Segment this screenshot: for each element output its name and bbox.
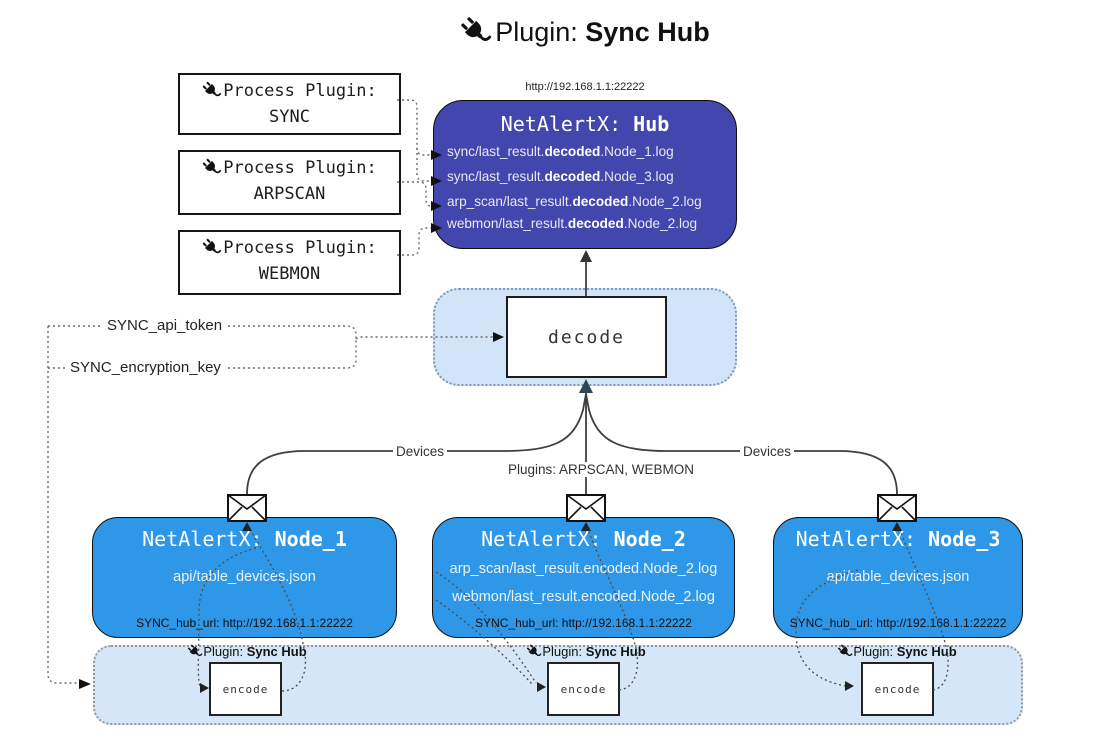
process-plugin-label: Process Plugin: [223,238,377,258]
encode-box: encode [547,662,620,716]
process-plugin-box-webmon: Process Plugin: WEBMON [178,230,401,295]
label-sync-api-token: SYNC_api_token [103,317,227,334]
node-title: NetAlertX: Node_2 [481,527,686,551]
plug-icon [198,77,225,104]
page-title-prefix: Plugin: [495,17,578,47]
plug-icon [523,641,544,662]
hub-file-list: sync/last_result.decoded.Node_1.log sync… [434,141,736,235]
process-plugin-box-arpscan: Process Plugin: ARPSCAN [178,150,401,215]
node-box-node1: NetAlertX: Node_1 api/table_devices.json… [92,517,397,638]
encoder-label: Plugin: Sync Hub [184,641,307,662]
envelope-icon [566,494,606,522]
hub-box: NetAlertX: Hub sync/last_result.decoded.… [433,100,737,249]
hub-file-row: sync/last_result.decoded.Node_3.log [447,169,674,184]
hub-file-row: arp_scan/last_result.decoded.Node_2.log [447,194,702,209]
page-title: Plugin: Sync Hub [53,16,1117,48]
hub-title-name: Hub [633,112,670,136]
decode-box: decode [506,296,667,378]
node-hub-url: SYNC_hub_url: http://192.168.1.1:22222 [789,616,1007,630]
process-plugin-name: ARPSCAN [253,184,326,204]
process-plugin-label: Process Plugin: [223,81,377,101]
plug-icon [198,154,225,181]
edge-label-devices-left: Devices [393,444,448,459]
envelope-icon [877,494,917,522]
hub-url-label: http://192.168.1.1:22222 [525,81,645,93]
node-box-node3: NetAlertX: Node_3 api/table_devices.json… [773,517,1023,638]
node-file: webmon/last_result.encoded.Node_2.log [452,589,715,605]
process-plugin-name: WEBMON [258,264,321,284]
envelope-icon [227,494,267,522]
plug-icon [454,10,498,54]
encoder-label: Plugin: Sync Hub [834,641,957,662]
node-hub-url: SYNC_hub_url: http://192.168.1.1:22222 [475,616,692,630]
hub-title-prefix: NetAlertX: [500,112,622,136]
node-title: NetAlertX: Node_3 [795,527,1001,551]
node-title: NetAlertX: Node_1 [142,527,347,551]
hub-file-row: sync/last_result.decoded.Node_1.log [447,144,674,159]
plug-icon [198,234,225,261]
node-file: api/table_devices.json [173,569,316,585]
page-title-name: Sync Hub [585,17,710,47]
node-hub-url: SYNC_hub_url: http://192.168.1.1:22222 [136,616,353,630]
hub-title: NetAlertX: Hub [434,112,736,136]
node-file: arp_scan/last_result.encoded.Node_2.log [449,561,718,577]
process-plugin-box-sync: Process Plugin: SYNC [178,73,401,135]
node-file: api/table_devices.json [826,569,970,585]
plug-icon [834,641,855,662]
encode-box: encode [209,662,282,716]
encode-box: encode [861,662,934,716]
process-plugin-name: SYNC [269,107,310,127]
label-sync-encryption-key: SYNC_encryption_key [66,359,225,376]
plug-icon [184,641,205,662]
edge-label-devices-right: Devices [740,444,795,459]
process-plugin-label: Process Plugin: [223,158,377,178]
hub-file-row: webmon/last_result.decoded.Node_2.log [447,216,698,231]
encoder-label: Plugin: Sync Hub [523,641,646,662]
edge-label-plugins: Plugins: ARPSCAN, WEBMON [505,462,698,477]
node-box-node2: NetAlertX: Node_2 arp_scan/last_result.e… [432,517,735,638]
